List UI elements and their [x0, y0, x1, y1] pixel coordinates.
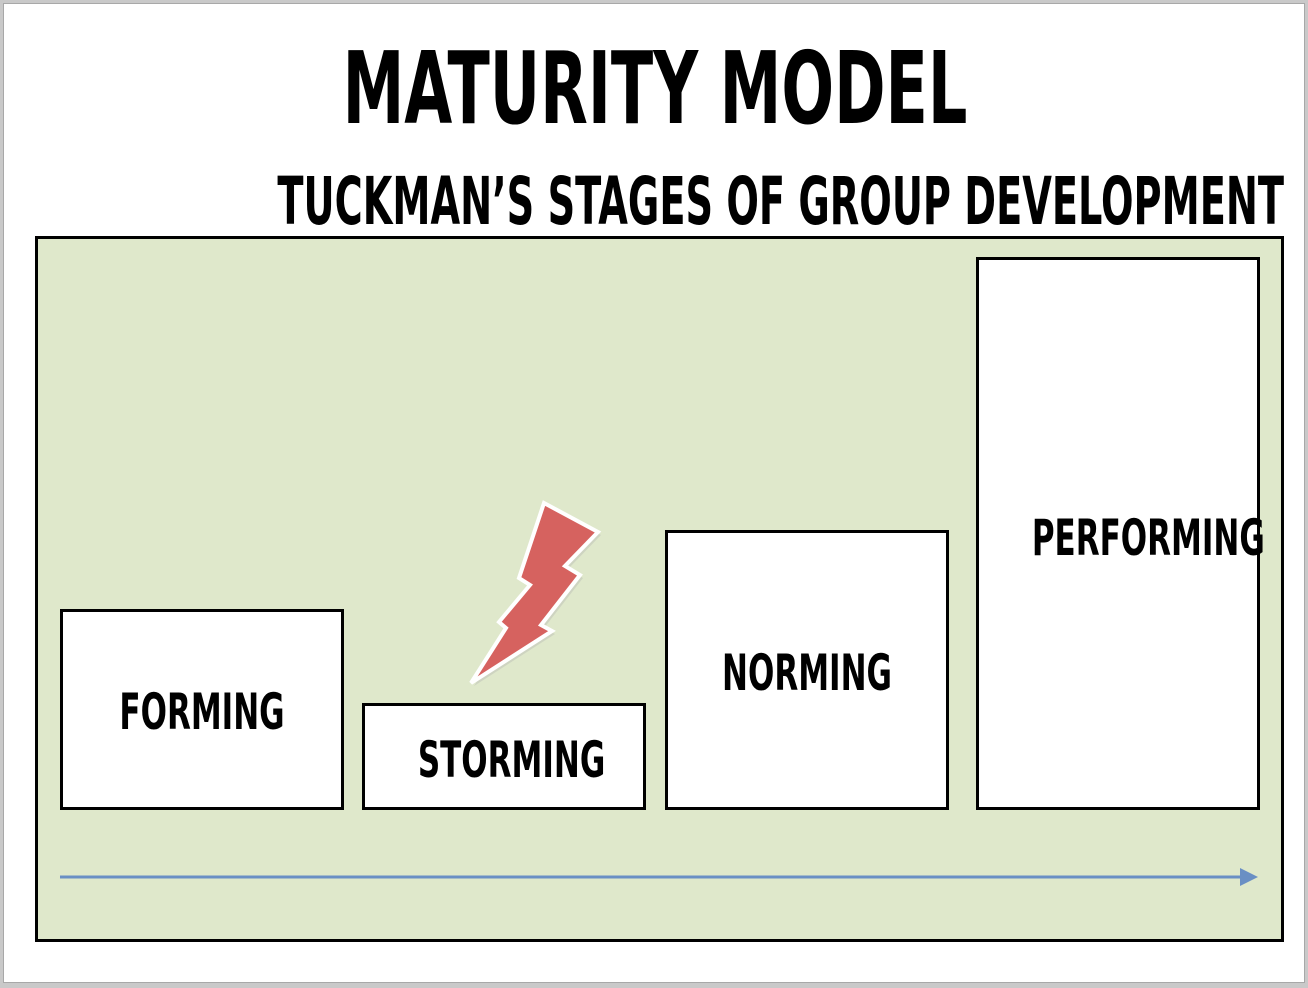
slide-subtitle: TUCKMAN’S STAGES OF GROUP DEVELOPMENT — [277, 163, 1285, 240]
slide-title: MATURITY MODEL — [342, 30, 968, 147]
stage-label-performing: PERFORMING — [1031, 509, 1265, 567]
stage-box-performing: PERFORMING — [976, 257, 1265, 810]
stage-label-forming: FORMING — [119, 683, 285, 741]
stage-box-norming: NORMING — [665, 530, 949, 810]
stage-box-storming: STORMING — [362, 703, 646, 810]
stage-label-norming: NORMING — [722, 644, 892, 702]
stage-box-forming: FORMING — [60, 609, 344, 810]
stage-label-storming: STORMING — [417, 731, 606, 789]
